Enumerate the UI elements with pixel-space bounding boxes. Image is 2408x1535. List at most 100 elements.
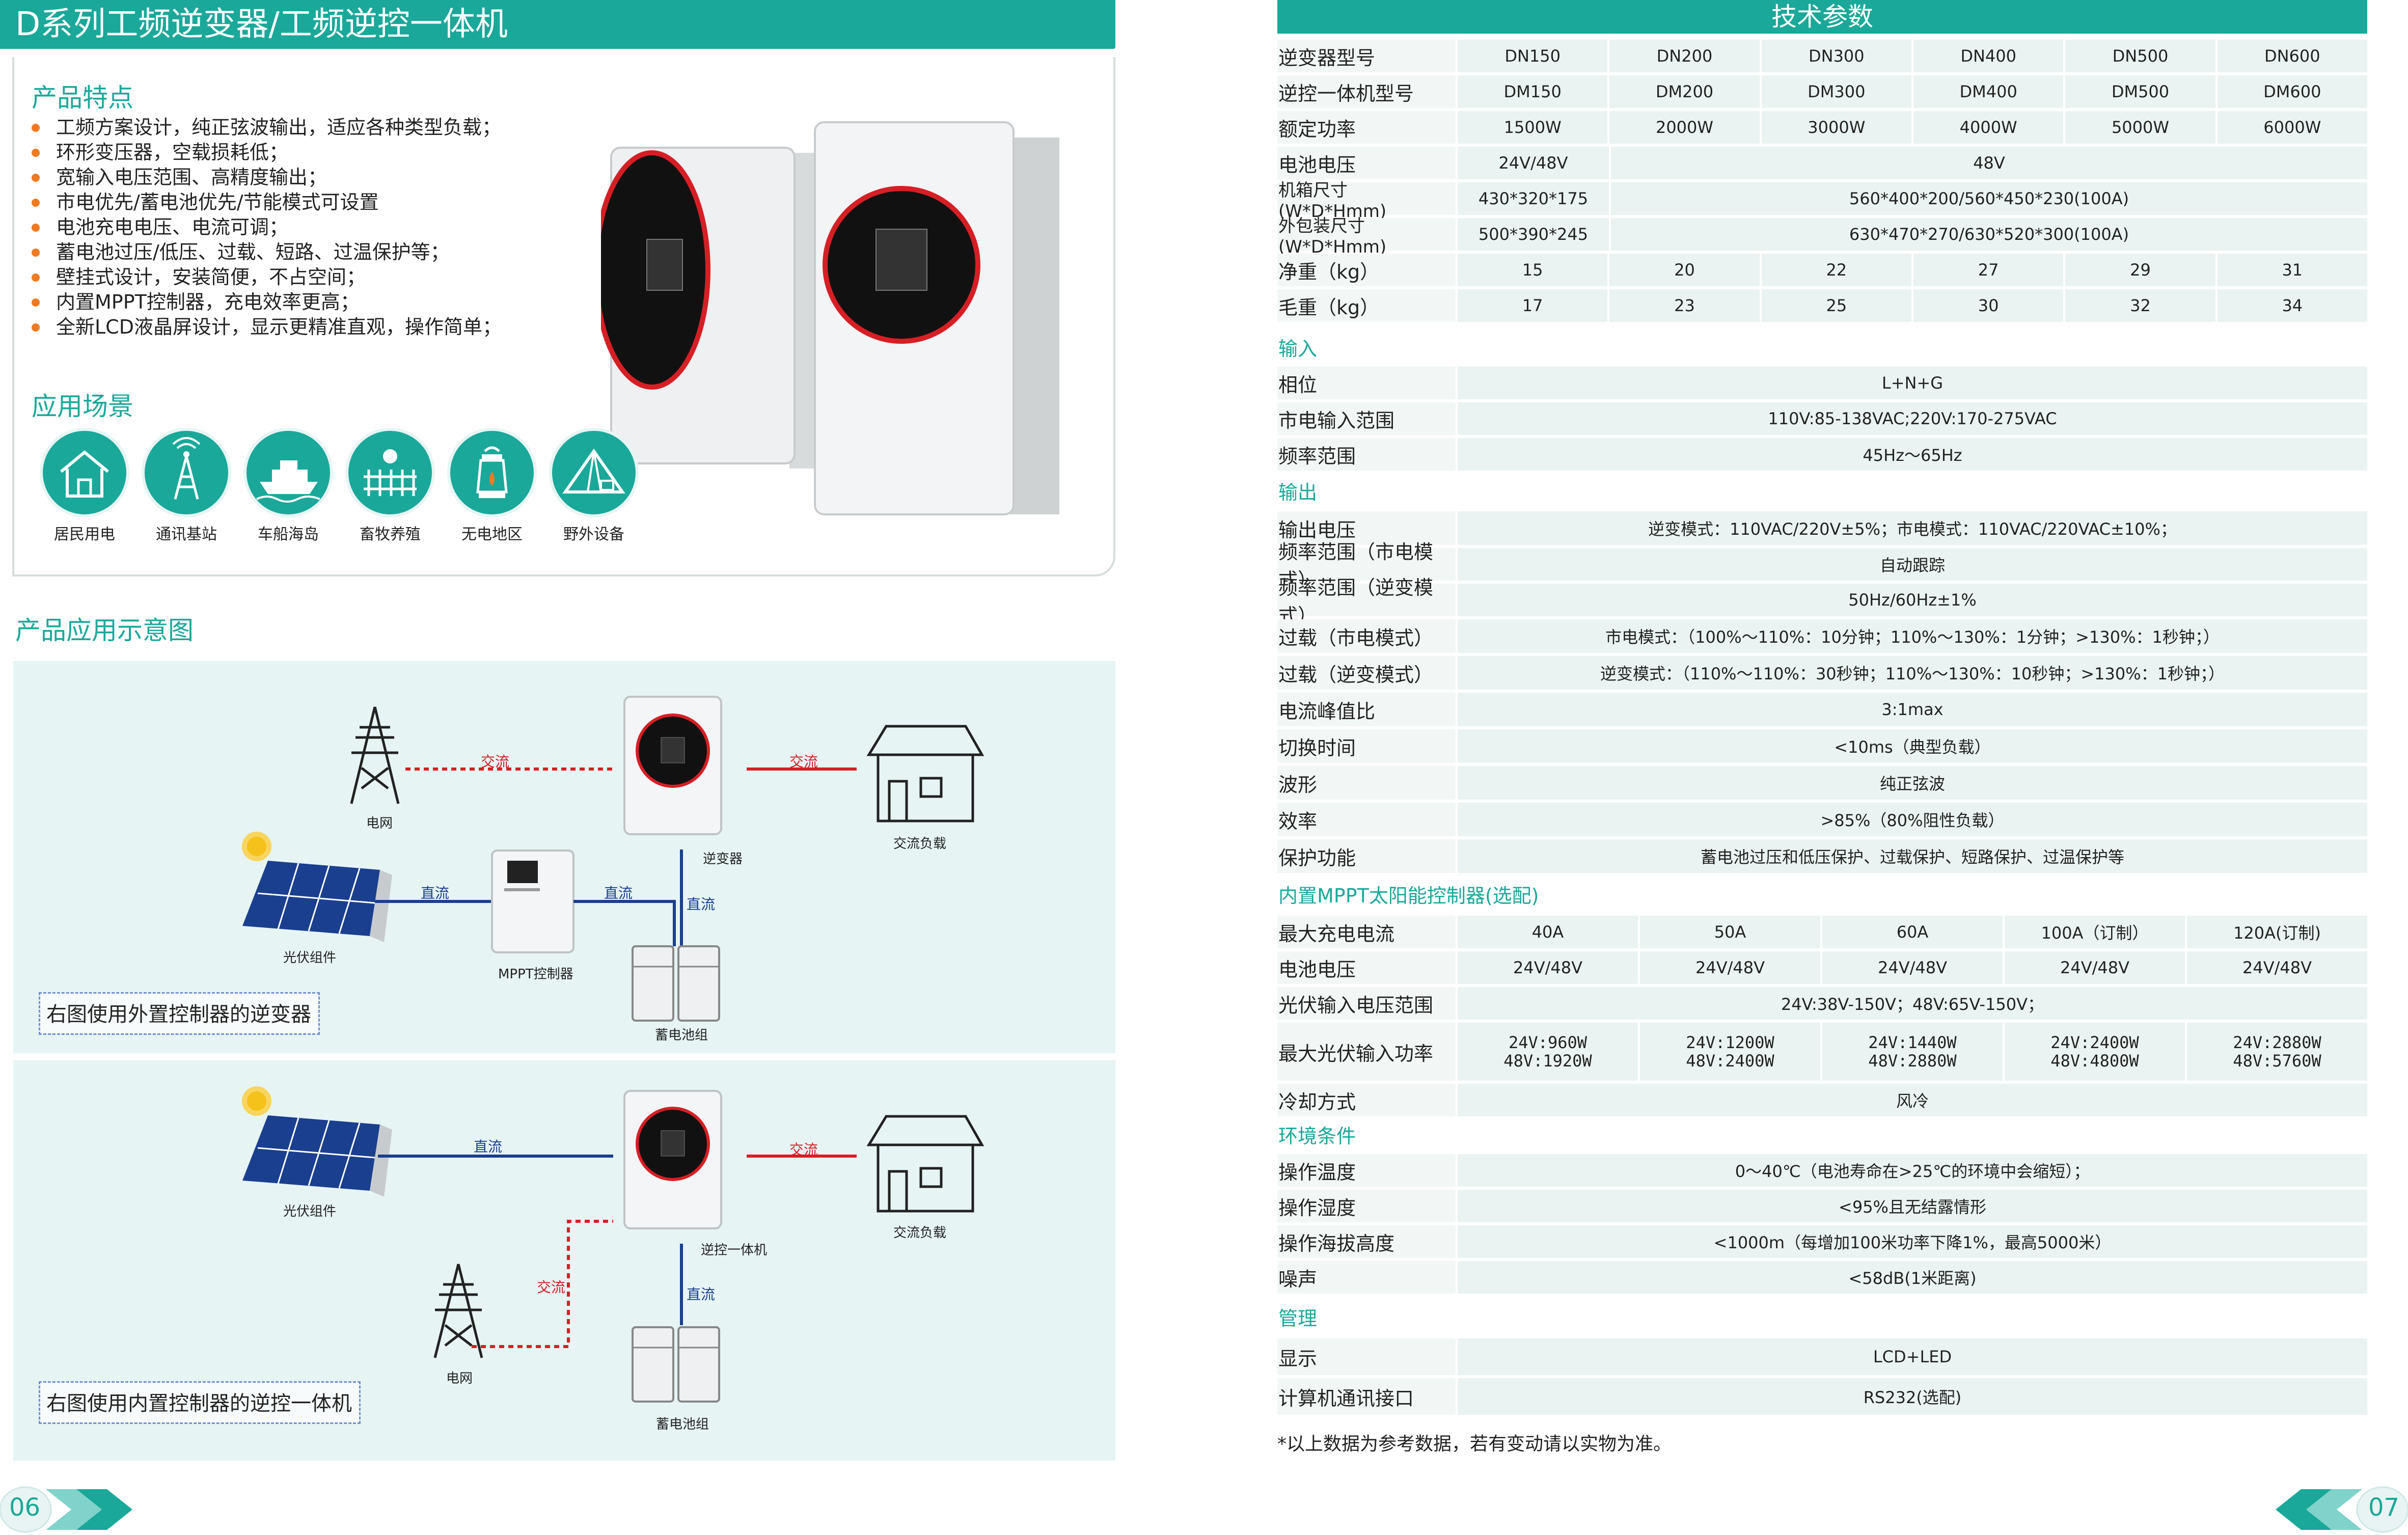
spec-cell: 风冷 <box>1458 1084 2367 1116</box>
spec-label: 过载（逆变模式） <box>1277 656 1456 690</box>
feature-panel <box>12 57 1115 577</box>
grid-label: 电网 <box>446 1371 473 1386</box>
dc-label: 直流 <box>604 885 633 901</box>
spec-cell: L+N+G <box>1458 367 2367 399</box>
diagram-2-caption: 右图使用内置控制器的逆控一体机 <box>39 1381 361 1424</box>
solar-panel-icon <box>242 1115 392 1197</box>
spec-cell: DM200 <box>1609 75 1760 108</box>
spec-cell: 22 <box>1761 254 1911 286</box>
ac-label: 交流 <box>789 1141 818 1158</box>
diagram-2-graphics <box>242 1086 984 1403</box>
spec-row: 相位 L+N+G <box>1277 367 2367 399</box>
feature-list: 工频方案设计，纯正弦波输出，适应各种类型负载； 环形变压器，空载损耗低； 宽输入… <box>32 115 502 340</box>
spec-cell: DM500 <box>2065 75 2215 108</box>
spec-cell: 3:1max <box>1458 693 2367 726</box>
spec-label: 电池电压 <box>1277 147 1456 179</box>
spec-label: 额定功率 <box>1277 111 1456 144</box>
spec-cell: DN500 <box>2065 40 2215 72</box>
spec-cell: 6000W <box>2217 111 2367 144</box>
spec-row: 电流峰值比 3:1max <box>1277 693 2367 726</box>
page-title: D系列工频逆变器/工频逆控一体机 <box>0 0 1115 49</box>
features-heading: 产品特点 <box>32 83 133 113</box>
spec-row: 毛重（kg） 17 23 25 30 32 34 <box>1277 289 2367 322</box>
app-ship: 车船海岛 <box>243 428 339 544</box>
spec-label: 效率 <box>1277 803 1456 836</box>
spec-cell: 50A <box>1640 916 1820 948</box>
spec-cell: 30 <box>1913 289 2064 322</box>
feature-item: 内置MPPT控制器，充电效率更高； <box>32 290 502 315</box>
spec-cell: DM600 <box>2217 75 2367 108</box>
spec-label: 过载（市电模式） <box>1277 619 1456 653</box>
section-input: 输入 <box>1278 338 1318 360</box>
spec-cell: 60A <box>1822 916 2003 948</box>
spec-cell: 4000W <box>1913 111 2064 144</box>
spec-cell: 15 <box>1458 254 1608 286</box>
spec-cell: 24V/48V <box>1640 951 1820 984</box>
spec-label: 相位 <box>1277 367 1456 399</box>
spec-cell: 630*470*270/630*520*300(100A) <box>1611 218 2367 251</box>
lantern-icon <box>447 428 537 517</box>
app-tower: 通讯基站 <box>142 428 237 544</box>
spec-label: 频率范围（逆变模式） <box>1277 577 1456 627</box>
spec-cell: 430*320*175 <box>1458 182 1609 215</box>
app-label: 通讯基站 <box>156 526 217 543</box>
spec-cell: 50Hz/60Hz±1% <box>1458 584 2367 616</box>
spec-label: 外包装尺寸(W*D*Hmm) <box>1277 216 1456 257</box>
spec-cell: <10ms（典型负载） <box>1458 729 2367 763</box>
spec-label: 机箱尺寸(W*D*Hmm) <box>1277 180 1456 222</box>
spec-cell: 17 <box>1458 289 1608 322</box>
spec-label: 切换时间 <box>1277 729 1456 763</box>
spec-label: 最大光伏输入功率 <box>1277 1023 1456 1081</box>
load-house-icon <box>866 1115 984 1213</box>
spec-cell: 2000W <box>1609 111 1760 144</box>
spec-row: 净重（kg） 15 20 22 27 29 31 <box>1277 254 2367 286</box>
spec-label: 频率范围（市电模式） <box>1277 541 1456 591</box>
app-label: 畜牧养殖 <box>360 526 421 543</box>
spec-label: 输出电压 <box>1277 511 1456 545</box>
spec-row: 外包装尺寸(W*D*Hmm) 500*390*245 630*470*270/6… <box>1277 216 2367 257</box>
app-label: 无电地区 <box>461 526 523 543</box>
spec-cell: <95%且无结露情形 <box>1458 1190 2367 1222</box>
spec-row: 操作海拔高度 <1000m（每增加100米功率下降1%，最高5000米） <box>1277 1225 2367 1258</box>
load-label: 交流负载 <box>893 836 947 852</box>
spec-row: 切换时间 <10ms（典型负载） <box>1277 729 2367 763</box>
spec-cell: 120A(订制) <box>2187 916 2367 948</box>
spec-row: 频率范围（逆变模式） 50Hz/60Hz±1% <box>1277 577 2367 627</box>
spec-cell: 40A <box>1458 916 1638 948</box>
spec-label: 毛重（kg） <box>1277 289 1456 322</box>
spec-cell: 24V/48V <box>2005 951 2185 984</box>
spec-cell: 蓄电池过压和低压保护、过载保护、短路保护、过温保护等 <box>1458 839 2367 873</box>
spec-row: 光伏输入电压范围 24V:38V-150V；48V:65V-150V； <box>1277 987 2367 1020</box>
spec-cell: DN150 <box>1458 40 1608 72</box>
battery-label: 蓄电池组 <box>656 1417 709 1432</box>
grid-label: 电网 <box>366 816 393 831</box>
spec-cell: 逆变模式：110VAC/220V±5%；市电模式：110VAC/220VAC±1… <box>1458 511 2367 545</box>
dc-label: 直流 <box>421 885 450 901</box>
house-icon <box>40 428 129 517</box>
spec-row: 频率范围（市电模式） 自动跟踪 <box>1277 541 2367 591</box>
ac-label: 交流 <box>789 753 818 770</box>
spec-label: 计算机通讯接口 <box>1277 1378 1456 1415</box>
spec-cell: 45Hz～65Hz <box>1458 438 2367 471</box>
spec-row: 噪声 <58dB(1米距离) <box>1277 1261 2367 1294</box>
page-number: 06 <box>9 1493 41 1522</box>
farm-fence-icon <box>345 428 435 517</box>
app-house: 居民用电 <box>40 428 135 544</box>
section-management: 管理 <box>1278 1307 1318 1330</box>
spec-cell: DN300 <box>1761 40 1911 72</box>
spec-row: 最大充电电流 40A 50A 60A 100A（订制） 120A(订制) <box>1277 916 2367 948</box>
spec-label: 显示 <box>1277 1338 1456 1375</box>
battery-bank-icon <box>632 1326 720 1403</box>
load-label: 交流负载 <box>893 1225 947 1241</box>
spec-cell: DM300 <box>1761 75 1911 108</box>
spec-label: 最大充电电流 <box>1277 916 1456 948</box>
spec-label: 操作海拔高度 <box>1277 1225 1456 1258</box>
spec-label: 噪声 <box>1277 1261 1456 1294</box>
spec-cell: 27 <box>1913 254 2064 286</box>
spec-row: 市电输入范围 110V:85-138VAC;220V:170-275VAC <box>1277 402 2367 435</box>
spec-row: 机箱尺寸(W*D*Hmm) 430*320*175 560*400*200/56… <box>1277 180 2367 222</box>
battery-bank-icon <box>632 945 720 1022</box>
section-mppt: 内置MPPT太阳能控制器(选配) <box>1278 885 1539 907</box>
